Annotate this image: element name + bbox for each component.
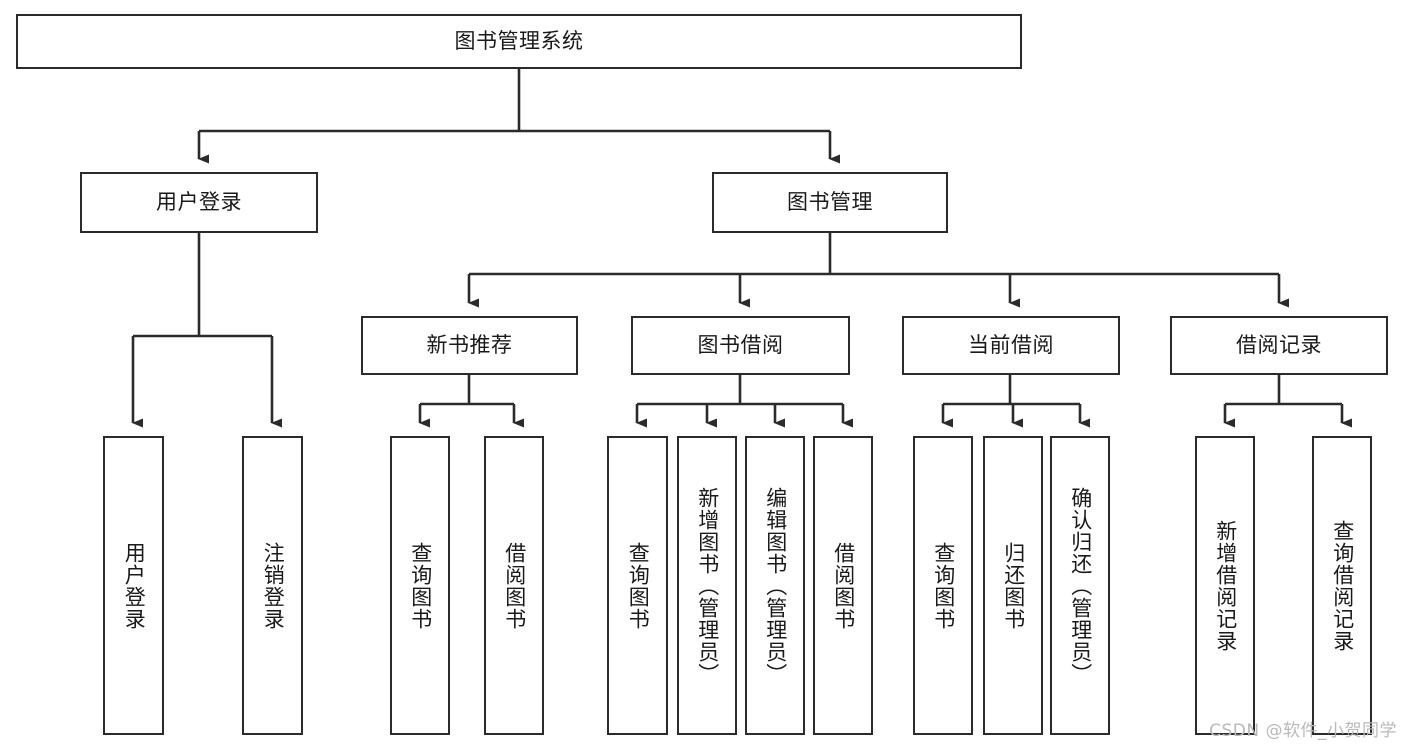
node-label: 归还图书 [1001,541,1026,630]
node-book-borrow[interactable]: 图书借阅 [631,316,850,375]
node-new-book-recommend[interactable]: 新书推荐 [361,316,578,375]
node-label: 查询图书 [408,541,433,630]
node-label: 查询图书 [626,541,651,630]
node-label: 新增借阅记录 [1213,519,1238,652]
node-label: 新增图书（管理员） [695,486,720,685]
node-label: 确认归还（管理员） [1068,486,1093,685]
node-leaf-edit-book-admin[interactable]: 编辑图书（管理员） [745,436,805,735]
node-current-borrow[interactable]: 当前借阅 [902,316,1120,375]
node-leaf-query-borrow-record[interactable]: 查询借阅记录 [1312,436,1372,735]
node-borrow-records[interactable]: 借阅记录 [1170,316,1388,375]
node-label: 当前借阅 [968,332,1054,357]
node-user-login[interactable]: 用户登录 [80,172,318,233]
node-label: 新书推荐 [426,332,513,357]
node-label: 用户登录 [122,541,147,630]
node-book-management[interactable]: 图书管理 [712,172,948,233]
node-leaf-user-login[interactable]: 用户登录 [103,436,164,735]
node-label: 注销登录 [261,541,286,630]
node-label: 查询借阅记录 [1330,519,1355,652]
node-leaf-logout[interactable]: 注销登录 [242,436,303,735]
node-leaf-query-book-recommend[interactable]: 查询图书 [390,436,450,735]
node-leaf-borrow-book-recommend[interactable]: 借阅图书 [484,436,544,735]
node-leaf-add-book-admin[interactable]: 新增图书（管理员） [677,436,737,735]
node-leaf-return-book[interactable]: 归还图书 [983,436,1043,735]
node-label: 借阅记录 [1236,332,1322,357]
node-label: 借阅图书 [502,541,527,630]
node-leaf-borrow-book[interactable]: 借阅图书 [813,436,873,735]
node-leaf-confirm-return-admin[interactable]: 确认归还（管理员） [1050,436,1110,735]
node-label: 编辑图书（管理员） [763,486,788,685]
node-root-book-management-system[interactable]: 图书管理系统 [16,14,1022,69]
node-label: 借阅图书 [831,541,856,630]
node-leaf-add-borrow-record[interactable]: 新增借阅记录 [1195,436,1255,735]
node-label: 图书借阅 [697,332,784,357]
node-label: 图书管理系统 [454,28,584,53]
node-label: 图书管理 [787,189,873,214]
node-label: 用户登录 [156,189,242,214]
node-leaf-query-book-current[interactable]: 查询图书 [913,436,973,735]
node-leaf-query-book-borrow[interactable]: 查询图书 [607,436,668,735]
node-label: 查询图书 [931,541,956,630]
